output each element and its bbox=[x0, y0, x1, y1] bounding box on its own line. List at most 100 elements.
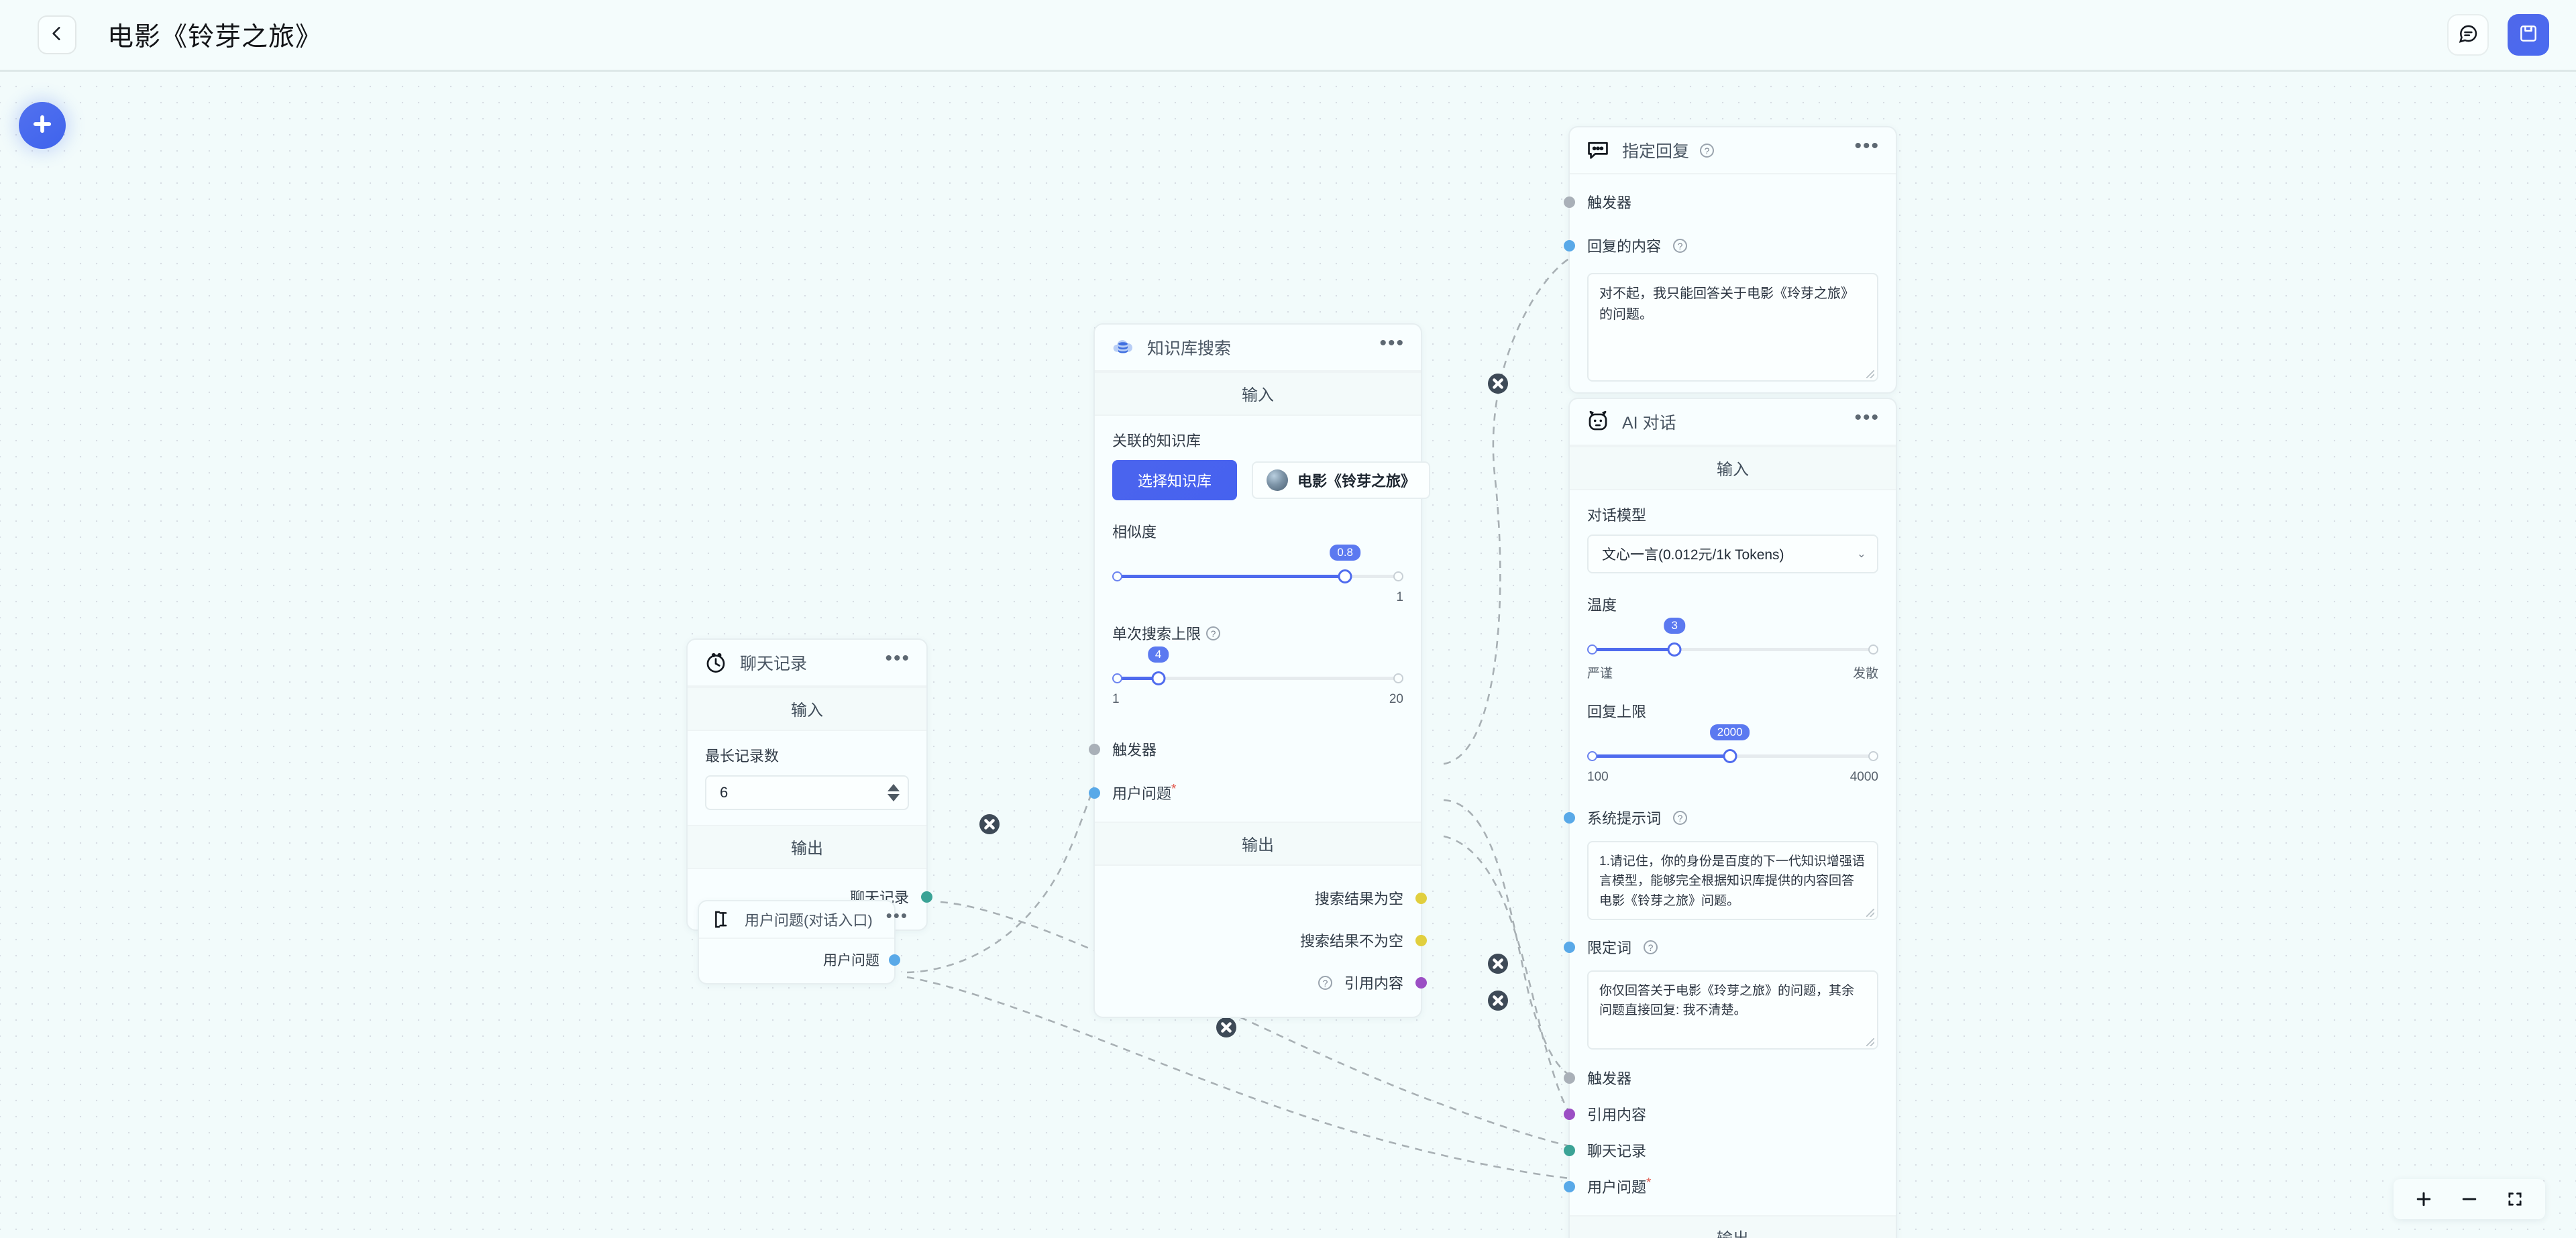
slider-knob[interactable] bbox=[1151, 671, 1166, 685]
node-title: 聊天记录 bbox=[740, 655, 808, 673]
chat-bubble-icon bbox=[2457, 23, 2479, 48]
slider-max-cap bbox=[1868, 751, 1878, 761]
input-section-label: 输入 bbox=[688, 687, 926, 731]
zoom-out-button[interactable] bbox=[2458, 1188, 2481, 1211]
select-knowledge-base-button[interactable]: 选择知识库 bbox=[1112, 460, 1238, 500]
comment-button[interactable] bbox=[2447, 14, 2489, 56]
help-icon[interactable]: ? bbox=[1206, 626, 1221, 640]
port-dot[interactable] bbox=[1415, 976, 1427, 989]
help-icon[interactable]: ? bbox=[1318, 975, 1332, 990]
max-reply-slider[interactable]: 2000 bbox=[1587, 724, 1878, 769]
port-dot[interactable] bbox=[1564, 1072, 1575, 1084]
max-records-stepper[interactable]: 6 bbox=[705, 775, 909, 810]
port-dot[interactable] bbox=[921, 891, 932, 903]
search-limit-slider[interactable]: 4 bbox=[1112, 646, 1403, 691]
port-user-question[interactable]: 用户问题* bbox=[1564, 1168, 1878, 1204]
limit-word-textarea[interactable]: 你仅回答关于电影《玲芽之旅》的问题，其余问题直接回复: 我不清楚。 bbox=[1587, 970, 1878, 1050]
stepper-up-icon[interactable] bbox=[888, 784, 900, 791]
node-header[interactable]: 用户问题(对话入口) ••• bbox=[699, 901, 907, 939]
port-dot[interactable] bbox=[889, 954, 900, 966]
topbar-actions bbox=[2447, 14, 2549, 56]
edge-delete-button bbox=[979, 814, 1000, 834]
model-select[interactable]: 文心一言(0.012元/1k Tokens) ⌄ bbox=[1587, 534, 1878, 573]
node-header[interactable]: AI 对话 ••• bbox=[1570, 399, 1896, 446]
node-menu-button[interactable]: ••• bbox=[885, 905, 908, 925]
node-knowledge-search[interactable]: 知识库搜索 ••• 输入 关联的知识库 选择知识库 电影《铃芽之旅》 相似度 bbox=[1089, 323, 1431, 1018]
slider-knob[interactable] bbox=[1667, 642, 1682, 657]
port-result-not-empty[interactable]: 搜索结果不为空 bbox=[1112, 916, 1427, 958]
port-limit-word[interactable]: 限定词 ? bbox=[1564, 920, 1878, 965]
port-dot[interactable] bbox=[1415, 892, 1427, 904]
reply-content-textarea[interactable]: 对不起，我只能回答关于电影《玲芽之旅》的问题。 bbox=[1587, 273, 1878, 382]
node-header[interactable]: 知识库搜索 ••• bbox=[1095, 325, 1421, 372]
fit-view-button[interactable] bbox=[2504, 1188, 2526, 1211]
slider-knob[interactable] bbox=[1338, 569, 1352, 583]
stepper-arrows[interactable] bbox=[888, 784, 900, 801]
slider-knob[interactable] bbox=[1723, 749, 1737, 763]
node-menu-button[interactable]: ••• bbox=[1854, 406, 1880, 429]
speech-bubble-icon bbox=[1585, 137, 1611, 164]
port-label: 触发器 bbox=[1112, 742, 1157, 758]
slider-min-cap bbox=[1112, 673, 1122, 683]
port-trigger[interactable]: 触发器 bbox=[1564, 184, 1878, 220]
port-label: 引用内容 bbox=[1587, 1107, 1647, 1123]
zoom-in-button[interactable] bbox=[2412, 1188, 2435, 1211]
node-chat-history[interactable]: 聊天记录 ••• 输入 最长记录数 6 输出 聊天记录 bbox=[686, 638, 932, 931]
stepper-down-icon[interactable] bbox=[888, 794, 900, 801]
port-dot[interactable] bbox=[1089, 743, 1100, 755]
port-label: 搜索结果不为空 bbox=[1299, 933, 1403, 950]
port-dot[interactable] bbox=[1415, 934, 1427, 946]
port-user-question[interactable]: 用户问题* bbox=[1089, 767, 1403, 811]
node-header[interactable]: 聊天记录 ••• bbox=[688, 640, 926, 687]
port-dot[interactable] bbox=[1564, 1144, 1575, 1156]
help-icon[interactable]: ? bbox=[1644, 940, 1658, 954]
similarity-label: 相似度 bbox=[1112, 524, 1157, 541]
input-section-label: 输入 bbox=[1095, 372, 1421, 416]
node-menu-button[interactable]: ••• bbox=[1379, 332, 1405, 354]
ai-chat-prompts: 系统提示词 ? 1.请记住，你的身份是百度的下一代知识增强语言模型，能够完全根据… bbox=[1564, 799, 1896, 1215]
plus-icon bbox=[30, 111, 55, 140]
port-dot[interactable] bbox=[1089, 787, 1100, 799]
port-dot[interactable] bbox=[1564, 941, 1575, 953]
text-cursor-icon bbox=[711, 908, 734, 931]
node-header[interactable]: 指定回复 ? ••• bbox=[1570, 127, 1896, 174]
slider-max-cap bbox=[1393, 673, 1403, 683]
port-trigger[interactable]: 触发器 bbox=[1564, 1050, 1878, 1096]
port-dot[interactable] bbox=[1564, 811, 1575, 824]
port-dot[interactable] bbox=[1564, 239, 1575, 251]
knowledge-base-chip[interactable]: 电影《铃芽之旅》 bbox=[1252, 461, 1431, 499]
port-chat-history[interactable]: 聊天记录 bbox=[1564, 1132, 1878, 1168]
chat-history-body: 最长记录数 6 bbox=[688, 731, 926, 825]
save-button[interactable] bbox=[2508, 14, 2549, 56]
node-ai-chat[interactable]: AI 对话 ••• 输入 对话模型 文心一言(0.012元/1k Tokens)… bbox=[1564, 398, 1897, 1238]
node-user-question[interactable]: 用户问题(对话入口) ••• 用户问题 bbox=[698, 900, 907, 984]
port-dot[interactable] bbox=[1564, 1180, 1575, 1192]
port-result-empty[interactable]: 搜索结果为空 bbox=[1112, 875, 1427, 916]
node-menu-button[interactable]: ••• bbox=[1854, 135, 1880, 157]
port-user-question[interactable]: 用户问题 bbox=[714, 946, 900, 974]
search-limit-text: 单次搜索上限 bbox=[1112, 626, 1201, 642]
help-icon[interactable]: ? bbox=[1700, 143, 1715, 158]
port-dot[interactable] bbox=[1564, 1108, 1575, 1120]
node-menu-button[interactable]: ••• bbox=[885, 647, 910, 669]
workflow-canvas[interactable]: 指定回复 ? ••• 触发器 回复的内容 ? 对不起，我只能回答关于电影《玲芽之… bbox=[0, 72, 2576, 1238]
node-fixed-reply[interactable]: 指定回复 ? ••• 触发器 回复的内容 ? 对不起，我只能回答关于电影《玲芽之… bbox=[1564, 126, 1897, 394]
model-value: 文心一言(0.012元/1k Tokens) bbox=[1602, 547, 1784, 563]
port-quote-content[interactable]: ? 引用内容 bbox=[1112, 958, 1427, 1001]
model-label: 对话模型 bbox=[1587, 507, 1647, 524]
port-system-prompt[interactable]: 系统提示词 ? bbox=[1564, 799, 1878, 836]
system-prompt-textarea[interactable]: 1.请记住，你的身份是百度的下一代知识增强语言模型，能够完全根据知识库提供的内容… bbox=[1587, 841, 1878, 920]
max-reply-ticks: 100 4000 bbox=[1587, 770, 1878, 785]
port-quote-content[interactable]: 引用内容 bbox=[1564, 1096, 1878, 1132]
back-button[interactable] bbox=[38, 15, 76, 54]
temperature-slider[interactable]: 3 bbox=[1587, 618, 1878, 662]
port-trigger[interactable]: 触发器 bbox=[1089, 731, 1403, 767]
help-icon[interactable]: ? bbox=[1673, 238, 1688, 253]
port-dot[interactable] bbox=[1564, 196, 1575, 208]
node-title: 指定回复 bbox=[1622, 142, 1690, 161]
temperature-label: 温度 bbox=[1587, 597, 1617, 614]
help-icon[interactable]: ? bbox=[1673, 810, 1688, 825]
similarity-slider[interactable]: 0.8 bbox=[1112, 545, 1403, 589]
port-reply-content[interactable]: 回复的内容 ? bbox=[1564, 220, 1878, 264]
add-node-button[interactable] bbox=[19, 102, 66, 149]
